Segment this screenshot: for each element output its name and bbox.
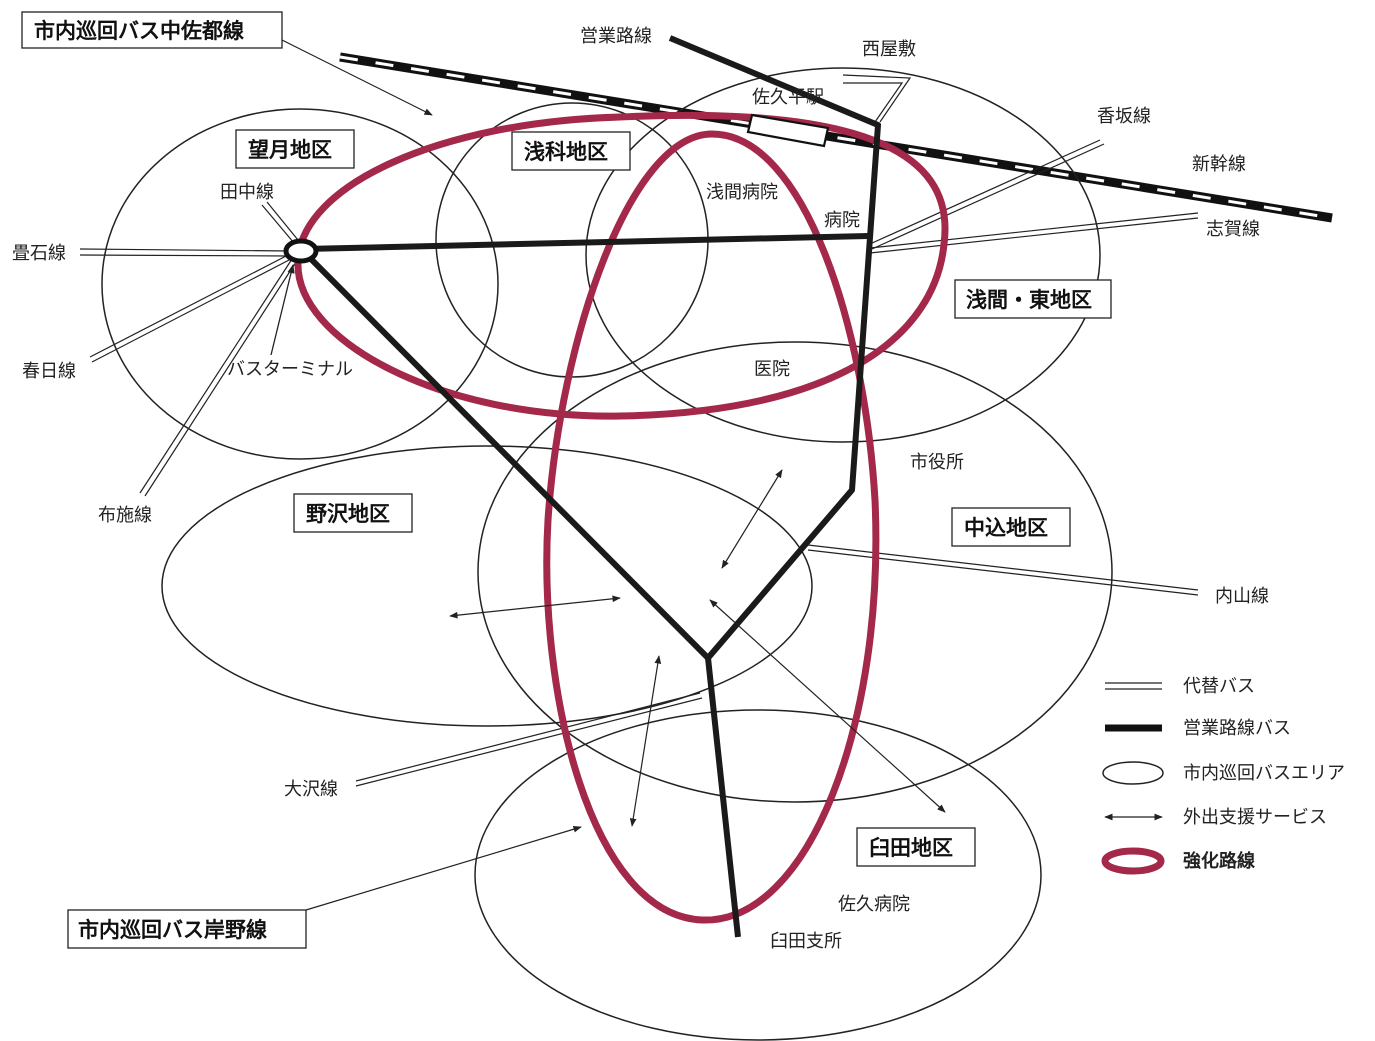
legend: 代替バス 営業路線バス 市内巡回バスエリア 外出支援サービス 強化路線 [1101,676,1345,875]
title-kishino: 市内巡回バス岸野線 [78,918,267,942]
enhanced-routes [294,111,949,924]
label-hospital: 病院 [824,210,860,231]
title-box-nakasato: 市内巡回バス中佐都線 [21,11,283,49]
label-uchiyama-line: 内山線 [1215,586,1269,607]
legend-circulation-area-label: 市内巡回バスエリア [1183,763,1345,784]
enhanced-route-north-south [543,130,880,924]
label-eigyo-rosen: 営業路線 [580,26,652,47]
label-tanaka-line: 田中線 [220,182,274,203]
district-nozawa: 野沢地区 [306,502,390,526]
sakudaira-station-building [746,113,830,148]
enhanced-route-east-west [294,111,949,420]
label-sakudaira-station: 佐久平駅 [752,87,824,108]
label-fuse-line: 布施線 [98,505,152,526]
area-usuda [474,709,1042,1041]
district-asashina-box: 浅科地区 [511,131,631,171]
shinkansen-track [339,52,1333,223]
legend-enhanced-route-label: 強化路線 [1183,850,1255,872]
district-nakagomi: 中込地区 [964,516,1048,540]
legend-enhanced-route: 強化路線 [1101,847,1255,875]
district-mochizuki: 望月地区 [248,138,332,162]
legend-route-bus: 営業路線バス [1105,718,1291,739]
legend-route-bus-label: 営業路線バス [1183,718,1291,739]
district-asama-higashi: 浅間・東地区 [966,288,1092,312]
label-asama-hospital: 浅間病院 [706,182,778,203]
label-shiga-line: 志賀線 [1206,219,1260,240]
label-tataishi-line: 畳石線 [12,243,66,264]
outing-support-arrows [449,469,946,827]
label-clinic: 医院 [754,359,790,380]
legend-outing-support-label: 外出支援サービス [1183,807,1327,828]
label-city-office: 市役所 [910,452,964,473]
district-asama-higashi-box: 浅間・東地区 [954,279,1112,319]
district-nakagomi-box: 中込地区 [951,507,1071,547]
legend-circulation-area: 市内巡回バスエリア [1102,761,1345,785]
title-box-kishino: 市内巡回バス岸野線 [67,909,307,949]
label-kousaka-line: 香坂線 [1097,106,1151,127]
label-saku-hospital: 佐久病院 [838,894,910,915]
district-nozawa-box: 野沢地区 [293,493,413,533]
legend-alternative-bus-label: 代替バス [1183,676,1255,697]
area-mochizuki [101,108,499,460]
label-nishiyashiki: 西屋敷 [862,39,916,60]
district-usuda: 臼田地区 [869,836,953,860]
title-nakasato: 市内巡回バス中佐都線 [34,19,244,43]
legend-outing-support: 外出支援サービス [1104,807,1327,828]
area-asama-higashi [585,67,1101,443]
label-bus-terminal: バスターミナル [227,359,353,380]
label-usuda-branch: 臼田支所 [770,931,842,952]
legend-alternative-bus: 代替バス [1105,676,1255,697]
label-osawa-line: 大沢線 [284,779,338,800]
label-shinkansen: 新幹線 [1192,154,1246,175]
district-usuda-box: 臼田地区 [856,827,976,867]
label-kasuga-line: 春日線 [22,361,76,382]
area-nakagomi [477,341,1113,803]
area-nozawa [161,445,813,727]
district-asashina: 浅科地区 [524,140,608,164]
district-mochizuki-box: 望月地区 [235,129,355,169]
bus-terminal-marker [283,238,319,264]
